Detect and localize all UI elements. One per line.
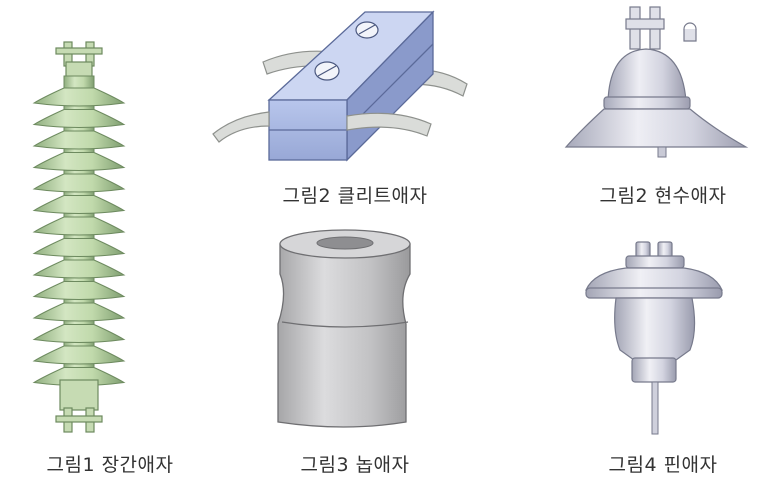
long-rod-shed [32, 259, 126, 279]
long-rod-shed [32, 130, 126, 150]
pin-insulator-base [631, 357, 677, 383]
caption-knob-insulator: 그림3 놉애자 [300, 454, 410, 476]
caption-cleat-insulator: 그림2 클리트애자 [282, 185, 428, 207]
knob-insulator-illustration [277, 229, 411, 428]
caption-long-rod-insulator: 그림1 장간애자 [46, 454, 174, 476]
pin-insulator-illustration [585, 241, 723, 435]
cleat-bolt-holes [314, 21, 379, 81]
long-rod-shed [32, 324, 126, 343]
long-rod-shed [32, 109, 126, 128]
long-rod-shed [32, 195, 126, 214]
caption-suspension-insulator: 그림2 현수애자 [599, 185, 727, 207]
long-rod-shed [32, 152, 126, 171]
suspension-pin [657, 146, 667, 158]
long-rod-insulator-illustration [32, 41, 126, 433]
suspension-ring [603, 96, 691, 110]
long-rod-bottom-fitting [55, 379, 103, 433]
suspension-cap-fitting [625, 6, 697, 50]
long-rod-shed [32, 87, 126, 107]
long-rod-shed [32, 302, 126, 322]
knob-groove-line [281, 321, 409, 328]
pin-insulator-spindle [651, 381, 659, 435]
cleat-wires-front [212, 111, 432, 143]
pin-insulator-upper-shed [585, 267, 723, 291]
long-rod-shed [32, 216, 126, 236]
cleat-block [267, 10, 435, 162]
pin-insulator-shed-rim [585, 287, 723, 299]
long-rod-top-fitting [55, 41, 103, 79]
long-rod-shed [32, 345, 126, 365]
suspension-dome [607, 48, 687, 102]
cleat-insulator-illustration [212, 10, 468, 162]
long-rod-shed [32, 281, 126, 300]
pin-insulator-lower-body [614, 297, 696, 361]
suspension-insulator-illustration [564, 6, 749, 158]
caption-pin-insulator: 그림4 핀애자 [608, 454, 718, 476]
suspension-shed [564, 108, 749, 148]
knob-body [277, 243, 411, 428]
pin-insulator-top [625, 241, 685, 269]
long-rod-shed [32, 238, 126, 257]
knob-center-hole [316, 236, 374, 250]
long-rod-shed [32, 173, 126, 193]
long-rod-sheds [32, 87, 126, 386]
